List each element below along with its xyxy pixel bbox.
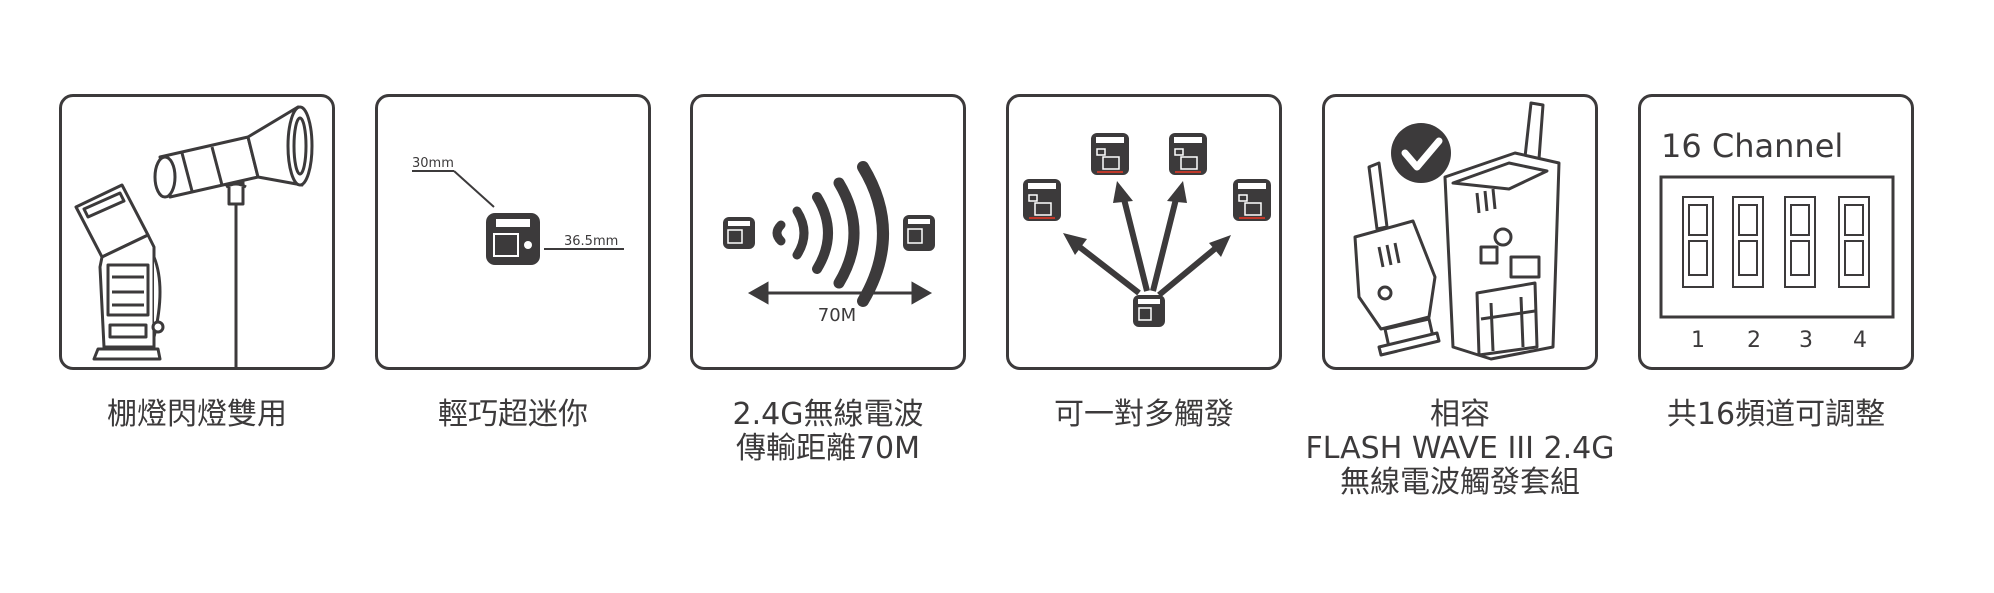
caption-studio: 棚燈閃燈雙用	[37, 398, 357, 432]
receiver-device-icon	[1233, 179, 1271, 221]
arrow-icon	[1063, 233, 1141, 296]
studio-flash-illustration	[74, 105, 314, 367]
caption-line: 共16頻道可調整	[1666, 397, 1886, 432]
transmitter-device-icon	[1443, 101, 1561, 361]
receiver-device-icon	[1169, 133, 1207, 175]
receiver-device-icon	[1353, 161, 1441, 357]
caption-channel: 共16頻道可調整	[1616, 398, 1936, 432]
caption-line: 輕巧超迷你	[438, 397, 588, 432]
check-icon	[1391, 123, 1451, 183]
feature-card-range: 70M	[690, 94, 966, 370]
feature-card-multi	[1006, 94, 1282, 370]
arrow-icon	[1157, 235, 1231, 298]
trigger-device-icon	[903, 215, 935, 251]
caption-line: 相容	[1430, 397, 1490, 432]
trigger-device-icon	[486, 213, 540, 265]
transmitter-device-icon	[1133, 295, 1165, 327]
dip-switch	[1682, 196, 1714, 288]
channel-title: 16 Channel	[1661, 127, 1843, 165]
multi-trigger-illustration	[1023, 133, 1271, 327]
caption-line: FLASH WAVE III 2.4G	[1305, 431, 1615, 466]
switch-number: 1	[1691, 328, 1705, 353]
dip-switch	[1784, 196, 1816, 288]
wave-signal-icon	[772, 161, 889, 307]
dip-switch	[1732, 196, 1764, 288]
caption-line: 2.4G無線電波	[732, 397, 924, 432]
dip-switch-illustration: 16 Channel 1	[1659, 127, 1895, 353]
feature-card-compat	[1322, 94, 1598, 370]
dimension-label-b: 36.5mm	[564, 234, 618, 249]
compatibility-illustration	[1353, 101, 1561, 361]
caption-line: 無線電波觸發套組	[1340, 465, 1580, 500]
feature-card-studio	[59, 94, 335, 370]
switch-number: 2	[1747, 328, 1761, 353]
feature-card-size: 30mm 36.5mm	[375, 94, 651, 370]
caption-line: 棚燈閃燈雙用	[107, 397, 287, 432]
distance-label: 70M	[818, 305, 856, 326]
switch-number: 4	[1853, 328, 1867, 353]
arrow-icon	[1113, 181, 1150, 292]
caption-range: 2.4G無線電波 傳輸距離70M	[668, 398, 988, 466]
caption-line: 可一對多觸發	[1054, 397, 1234, 432]
receiver-device-icon	[1091, 133, 1129, 175]
dip-switch	[1838, 196, 1870, 288]
caption-multi: 可一對多觸發	[984, 398, 1304, 432]
caption-compat: 相容 FLASH WAVE III 2.4G 無線電波觸發套組	[1300, 398, 1620, 500]
distance-arrow-icon	[747, 281, 933, 305]
switch-number: 3	[1799, 328, 1813, 353]
trigger-device-icon	[723, 217, 755, 249]
arrow-icon	[1150, 181, 1187, 292]
mini-size-illustration: 30mm 36.5mm	[412, 156, 624, 265]
caption-line: 傳輸距離70M	[735, 431, 921, 466]
wireless-range-illustration: 70M	[723, 161, 935, 326]
dip-switch-block	[1659, 175, 1895, 319]
caption-size: 輕巧超迷你	[353, 398, 673, 432]
receiver-device-icon	[1023, 179, 1061, 221]
feature-card-channel: 16 Channel 1	[1638, 94, 1914, 370]
dimension-label-a: 30mm	[412, 156, 454, 171]
